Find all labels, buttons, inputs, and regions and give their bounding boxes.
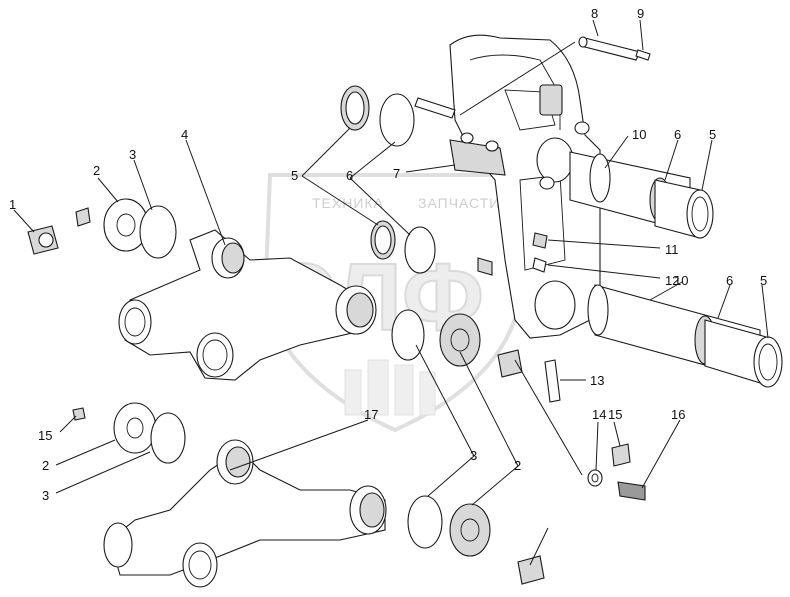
- callout-17: 17: [364, 407, 378, 422]
- callout-9: 9: [637, 6, 644, 21]
- upper-shaft: [569, 151, 714, 239]
- cover-2-lower-left: [113, 402, 157, 454]
- cover-2-bottom: [449, 503, 491, 557]
- callout-7: 7: [393, 166, 400, 181]
- callout-15-right: 15: [608, 407, 622, 422]
- callout-1: 1: [9, 197, 16, 212]
- watermark-towers: [344, 359, 436, 416]
- callout-3-left: 3: [129, 147, 136, 162]
- callout-2-center: 2: [514, 458, 521, 473]
- middle-shim-6: [404, 226, 436, 274]
- washer-14: [587, 469, 603, 487]
- watermark-right-word: ЗАПЧАСТИ: [418, 195, 500, 211]
- callout-15-left: 15: [38, 428, 52, 443]
- upper-arm-4: [118, 229, 377, 381]
- callout-12: 12: [665, 273, 679, 288]
- upper-seal-ring-5: [340, 85, 370, 131]
- fitting-1: [27, 225, 59, 255]
- stud-13: [544, 359, 561, 403]
- gasket-3-bottom: [407, 495, 443, 549]
- pin-8: [578, 36, 641, 61]
- callout-10-upper: 10: [632, 127, 646, 142]
- bolt-small-left: [75, 207, 91, 227]
- main-housing: [449, 34, 601, 339]
- fitting-center: [497, 349, 523, 378]
- callout-5-upper-right: 5: [709, 127, 716, 142]
- bolt-11: [532, 232, 548, 249]
- callout-11: 11: [665, 242, 679, 257]
- callout-labels: 1 2 3 4 5 6 7 8 9 10 6 5 11 12 10 6 5 13…: [9, 6, 767, 503]
- callout-13: 13: [590, 373, 604, 388]
- middle-seal-ring-5: [370, 220, 396, 260]
- callout-2-lower-left: 2: [42, 458, 49, 473]
- upper-shim-6: [379, 93, 415, 147]
- lower-shaft: [587, 284, 783, 388]
- cover-2-center: [439, 313, 481, 367]
- callout-14: 14: [592, 407, 606, 422]
- callout-4: 4: [181, 127, 188, 142]
- gasket-3-lower-left: [150, 412, 186, 464]
- callout-5-middle: 5: [291, 168, 298, 183]
- callout-3-center: 3: [470, 448, 477, 463]
- callout-16: 16: [671, 407, 685, 422]
- fitting-bottom-right: [517, 555, 545, 585]
- cover-plate-7: [449, 132, 506, 176]
- callout-6-middle: 6: [346, 168, 353, 183]
- callout-5-lower-right: 5: [760, 273, 767, 288]
- callout-3-lower-left: 3: [42, 488, 49, 503]
- bolt-9: [635, 49, 651, 61]
- callout-6-upper-right: 6: [674, 127, 681, 142]
- watermark-left-word: ТЕХНИКА: [312, 195, 384, 211]
- leader-lines: [13, 19, 769, 566]
- callout-8: 8: [591, 6, 598, 21]
- lower-arm-17: [103, 439, 387, 588]
- nut-15-right: [611, 443, 631, 467]
- gasket-3-left: [139, 205, 177, 259]
- fitting-16: [617, 481, 646, 501]
- nut-12: [477, 257, 547, 276]
- pin-small: [414, 97, 456, 119]
- callout-6-lower-right: 6: [726, 273, 733, 288]
- gasket-3-center: [391, 309, 425, 361]
- nut-15-lower-left: [72, 407, 86, 421]
- callout-10-lower: 10: [674, 273, 688, 288]
- callout-2-left: 2: [93, 163, 100, 178]
